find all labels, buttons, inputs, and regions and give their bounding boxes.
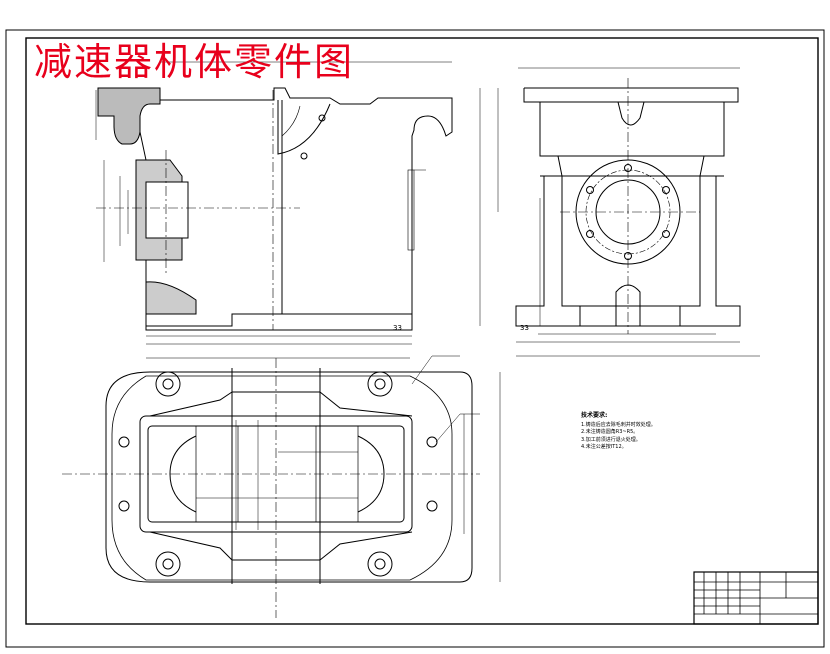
inner-border <box>25 37 819 625</box>
requirement-item: 3.加工前须进行退火处理。 <box>581 436 641 443</box>
requirement-item: 2.未注铸造圆角R3~R5。 <box>581 429 639 435</box>
title-block <box>693 571 819 625</box>
requirement-item: 1.铸造后应去除毛刺并时效处理。 <box>581 421 656 428</box>
technical-requirements: 技术要求: 1.铸造后应去除毛刺并时效处理。 2.未注铸造圆角R3~R5。 3.… <box>581 412 711 452</box>
front-view <box>95 61 453 345</box>
requirement-item: 4.未注公差按IT12。 <box>581 444 627 450</box>
outer-border <box>5 29 825 648</box>
top-view <box>62 355 501 618</box>
drawing-title: 减速器机体零件图 <box>34 40 355 84</box>
side-view <box>479 67 760 357</box>
dim-33-side: 33 <box>520 324 529 332</box>
technical-requirements-heading: 技术要求: <box>581 412 608 419</box>
dim-33-front: 33 <box>393 324 402 332</box>
